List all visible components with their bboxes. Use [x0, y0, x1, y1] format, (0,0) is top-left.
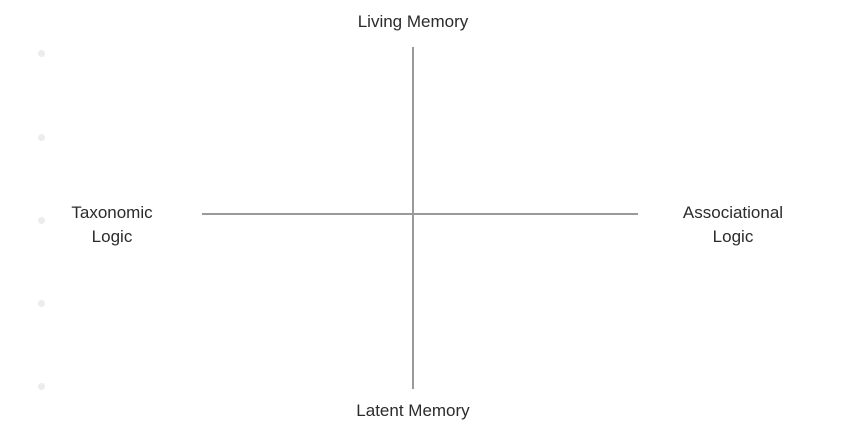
faint-dot [38, 217, 45, 224]
top-axis-label-text: Living Memory [357, 12, 469, 31]
top-axis-label: Living Memory [313, 10, 513, 34]
left-axis-label-line-2: Logic [91, 227, 133, 246]
left-axis-label: Taxonomic Logic [42, 201, 182, 249]
faint-dot [38, 383, 45, 390]
bottom-axis-label: Latent Memory [313, 399, 513, 423]
right-axis-label-line-2: Logic [712, 227, 754, 246]
bottom-axis-label-text: Latent Memory [356, 401, 470, 420]
horizontal-axis-line [202, 213, 638, 215]
vertical-axis-line [412, 47, 414, 389]
faint-dot [38, 300, 45, 307]
faint-dot [38, 50, 45, 57]
faint-dot [38, 134, 45, 141]
right-axis-label-line-1: Associational [682, 203, 784, 222]
left-axis-label-line-1: Taxonomic [71, 203, 153, 222]
right-axis-label: Associational Logic [663, 201, 803, 249]
